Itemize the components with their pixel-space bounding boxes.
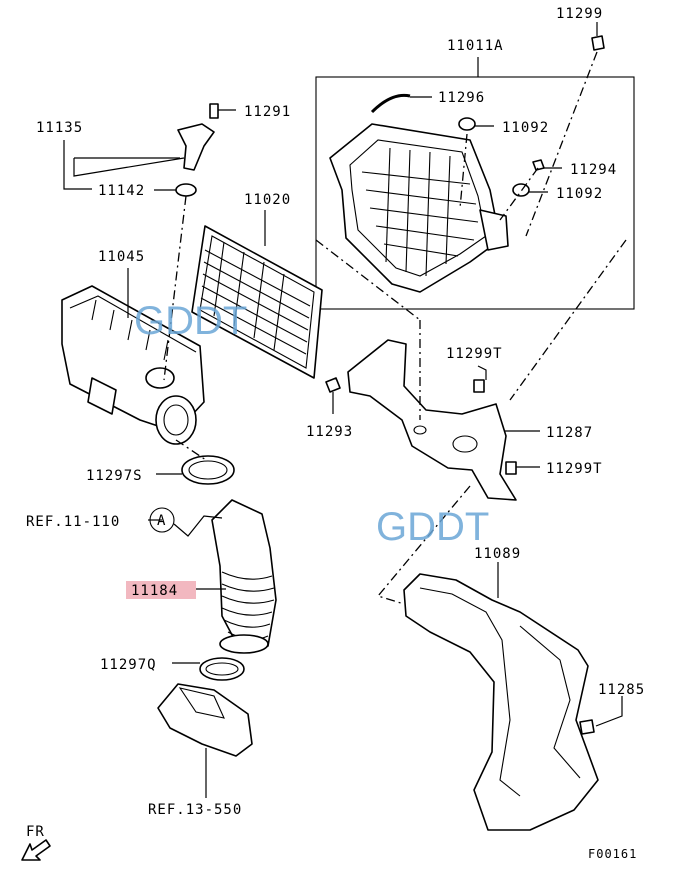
label-11291: 11291: [244, 104, 291, 120]
label-11184: 11184: [131, 583, 178, 599]
label-figure-code: F00161: [588, 847, 637, 861]
reference-circle: [149, 507, 175, 533]
label-11011a: 11011A: [447, 38, 504, 54]
hose-clamp-11297q: [199, 657, 245, 681]
label-11092-b: 11092: [556, 186, 603, 202]
label-ref-13-550: REF.13-550: [148, 802, 242, 818]
upper-case-frame: [315, 76, 635, 310]
part-highlight: [126, 581, 196, 599]
label-11299t-a: 11299T: [446, 346, 503, 362]
label-11294: 11294: [570, 162, 617, 178]
label-11045: 11045: [98, 249, 145, 265]
intake-duct-lower: [157, 683, 253, 757]
air-cleaner-bracket: [325, 339, 517, 501]
label-11287: 11287: [546, 425, 593, 441]
label-11285: 11285: [598, 682, 645, 698]
label-11089: 11089: [474, 546, 521, 562]
hose-clamp-11297s: [181, 455, 235, 485]
label-11020: 11020: [244, 192, 291, 208]
label-11299t-b: 11299T: [546, 461, 603, 477]
label-11297q: 11297Q: [100, 657, 157, 673]
watermark-2: GDDT: [376, 505, 489, 549]
upper-case-group: [315, 57, 635, 310]
air-cleaner-element: [191, 225, 323, 379]
label-11142: 11142: [98, 183, 145, 199]
leader-lines: [63, 22, 623, 798]
label-circle-a: A: [157, 513, 166, 529]
part-labels: 11299 11011A 11296 11092 11294 11092 111…: [26, 6, 645, 861]
label-11135: 11135: [36, 120, 83, 136]
air-cleaner-upper-case: [329, 123, 501, 293]
arrow-down-left-icon: [21, 839, 51, 861]
air-intake-hose: [211, 499, 277, 654]
label-11293: 11293: [306, 424, 353, 440]
label-ref-11-110: REF.11-110: [26, 514, 120, 530]
label-fr: FR: [26, 824, 45, 840]
label-11297s: 11297S: [86, 468, 143, 484]
label-11092-a: 11092: [502, 120, 549, 136]
label-11296: 11296: [438, 90, 485, 106]
label-11299-top: 11299: [556, 6, 603, 22]
airflow-sensor-group: [175, 103, 219, 197]
watermark-1: GDDT: [134, 299, 247, 343]
assembly-lines: [163, 51, 627, 605]
air-intake-duct: [403, 35, 605, 831]
